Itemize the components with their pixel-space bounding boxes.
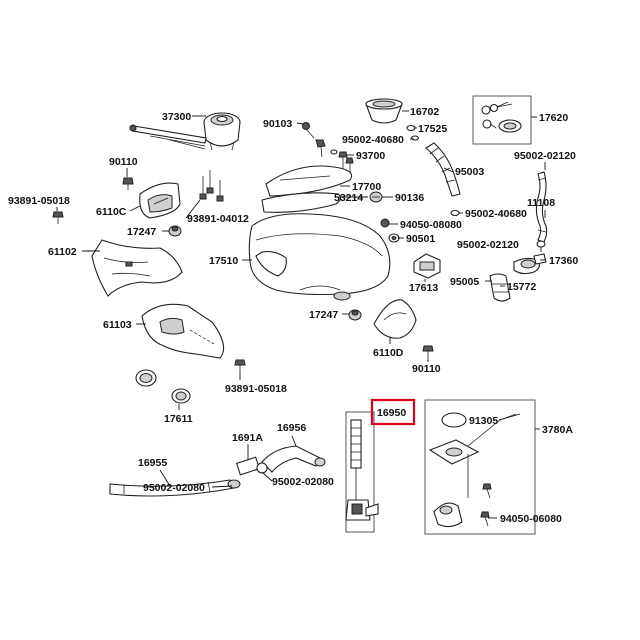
label-16950: 16950	[377, 407, 406, 419]
label-95005: 95005	[450, 276, 479, 288]
bracket-61102	[91, 239, 183, 297]
label-94050-06080: 94050-06080	[500, 513, 562, 525]
leader-lines	[56, 110, 546, 519]
label-90110-top: 90110	[109, 156, 138, 168]
label-53214: 53214	[334, 192, 363, 204]
bolt-90110-lower	[422, 345, 434, 360]
label-17613: 17613	[409, 282, 438, 294]
filler-neck-16702	[365, 98, 403, 124]
label-94050-08080: 94050-08080	[400, 219, 462, 231]
label-17620: 17620	[539, 112, 568, 124]
key-set-17620	[472, 95, 532, 145]
screws-93700	[338, 151, 354, 176]
label-17360: 17360	[549, 255, 578, 267]
nut-94050-08080	[380, 218, 390, 228]
label-95002-02120-top: 95002-02120	[514, 150, 576, 162]
label-90136: 90136	[395, 192, 424, 204]
label-93891-04012: 93891-04012	[187, 213, 249, 225]
label-95002-40680-top: 95002-40680	[342, 134, 404, 146]
label-16956: 16956	[277, 422, 306, 434]
cover-61103	[141, 303, 225, 359]
bolt-90110-top	[122, 177, 134, 190]
highlight-box-16950	[370, 398, 416, 426]
part-labels: 37300 90103 16702 17525 95002-40680 9370…	[8, 106, 578, 525]
label-17611: 17611	[164, 413, 193, 425]
hose-95003	[425, 142, 461, 197]
label-16955: 16955	[138, 457, 167, 469]
label-90501: 90501	[406, 233, 435, 245]
label-17525: 17525	[418, 123, 447, 135]
bolt-90103	[302, 122, 326, 158]
label-6110C: 6110C	[96, 206, 127, 218]
label-93891-05018-lower: 93891-05018	[225, 383, 287, 395]
label-15772: 15772	[507, 281, 536, 293]
knob-17611	[135, 369, 191, 404]
fuel-hose-16955	[109, 479, 241, 497]
label-91305: 91305	[469, 415, 498, 427]
label-93891-05018-left: 93891-05018	[8, 195, 70, 207]
grommet-17247-lower	[348, 309, 362, 321]
label-17510: 17510	[209, 255, 238, 267]
washer-90501	[388, 233, 400, 243]
grommet-17247-upper	[168, 225, 182, 237]
label-1691A: 1691A	[232, 432, 263, 444]
clip-90136	[369, 191, 383, 203]
bracket-17613	[413, 253, 441, 279]
label-17247-lower: 17247	[309, 309, 338, 321]
label-95002-02120-lower: 95002-02120	[457, 239, 519, 251]
label-37300: 37300	[162, 111, 191, 123]
label-3780A: 3780A	[542, 424, 573, 436]
label-16702: 16702	[410, 106, 439, 118]
screws-93891-04012	[199, 170, 224, 202]
label-95003: 95003	[455, 166, 484, 178]
label-6110D: 6110D	[373, 347, 404, 359]
side-cover-6110C	[139, 182, 181, 219]
side-cover-6110D	[373, 299, 417, 339]
label-93700: 93700	[356, 150, 385, 162]
tank-cover-17700	[261, 165, 353, 213]
vent-hose-11108	[535, 171, 548, 243]
screw-93891-05018-lower	[234, 359, 246, 374]
o-rings-17525	[330, 124, 420, 155]
label-90110-lower: 90110	[412, 363, 441, 375]
label-95002-40680-mid: 95002-40680	[465, 208, 527, 220]
screws-94050-06080	[480, 483, 492, 527]
filter-17360	[513, 253, 547, 275]
label-95002-02080-right: 95002-02080	[272, 476, 334, 488]
label-95002-02080-left: 95002-02080	[143, 482, 205, 494]
clip-95002-40680	[450, 209, 460, 217]
label-61102: 61102	[48, 246, 77, 258]
clip-95002-02120-lower	[536, 240, 546, 248]
hose-15772	[489, 273, 511, 302]
fuel-cock-16950	[345, 411, 379, 533]
label-90103: 90103	[263, 118, 292, 130]
fuel-line-1691A	[235, 445, 326, 476]
label-17247-upper: 17247	[127, 226, 156, 238]
fuel-cap-lock-37300	[129, 112, 241, 151]
screw-93891-05018-left	[52, 211, 64, 224]
label-61103: 61103	[103, 319, 132, 331]
fuel-sender-3780A	[424, 399, 536, 535]
label-17700: 17700	[352, 181, 381, 193]
fuel-tank-17510	[248, 213, 391, 301]
label-11108: 11108	[527, 197, 555, 209]
